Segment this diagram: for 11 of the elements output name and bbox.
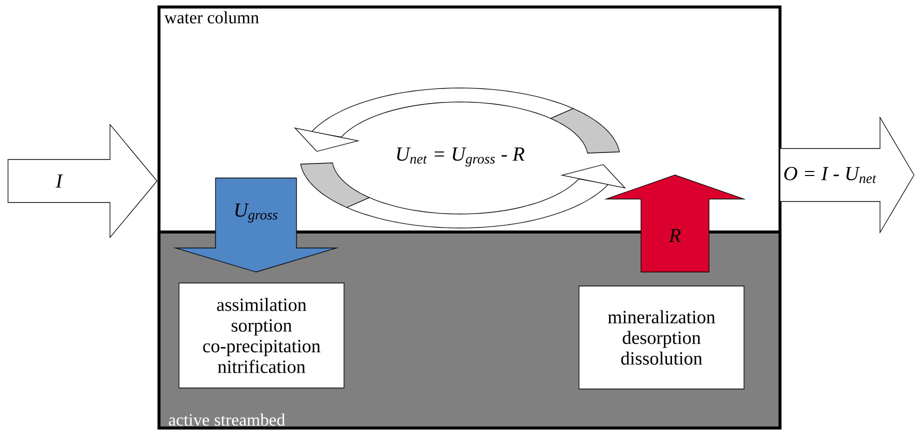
edge-label: R <box>668 228 681 242</box>
block-arrow <box>8 124 158 238</box>
process-box: assimilation sorption co-precipitation nitrification <box>178 282 344 388</box>
equation: U$_{net}$ = U$_{gross}$ - R <box>397 148 524 166</box>
block-arrow <box>604 174 746 272</box>
edge-label: I <box>56 174 64 188</box>
block-arrow <box>780 116 914 234</box>
block-arrow <box>173 178 339 272</box>
edge-label: U$_{gross}$ <box>235 204 278 222</box>
edge-label: O = I - U$_{net}$ <box>784 166 876 184</box>
process-box: mineralization desorption dissolution <box>578 286 744 390</box>
